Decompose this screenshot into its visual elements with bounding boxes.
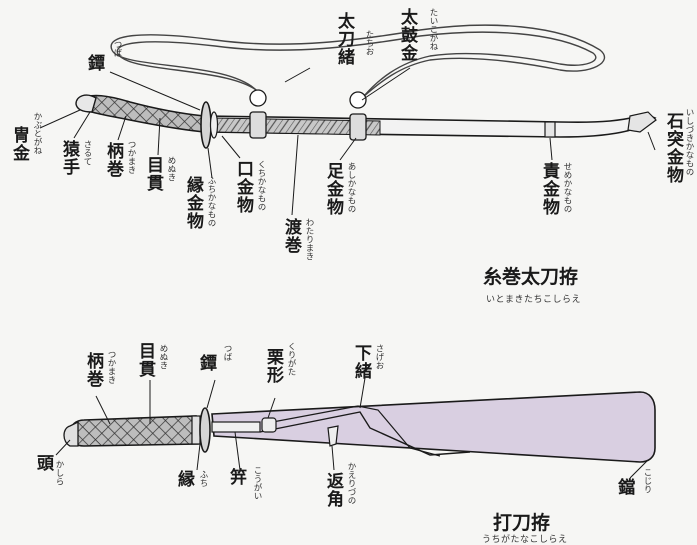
tachi-tsuba bbox=[200, 101, 212, 149]
label-kurigata: 栗形 bbox=[263, 348, 283, 384]
reading-kurigata: くりがた bbox=[286, 342, 296, 376]
tachi-leader-lines bbox=[39, 67, 656, 216]
reading-fuchikanamono: ふちかなもの bbox=[206, 176, 216, 227]
label-ashikanamono: 足金物 bbox=[323, 162, 343, 216]
reading-menuki-tachi: めぬき bbox=[166, 156, 176, 182]
label-sarute: 猿手 bbox=[59, 140, 79, 176]
label-menuki-uchi: 目貫 bbox=[135, 342, 155, 378]
label-kojiri: 鐺 bbox=[618, 478, 635, 498]
reading-tsukamaki-uchi: つかまき bbox=[106, 350, 116, 384]
tachi-hilt bbox=[77, 94, 205, 133]
reading-menuki-uchi: めぬき bbox=[158, 344, 168, 370]
label-sageo: 下緒 bbox=[351, 344, 371, 380]
reading-fuchi: ふち bbox=[198, 470, 208, 487]
uchigatana-hilt bbox=[69, 415, 199, 447]
reading-tsukamaki-tachi: つかまき bbox=[126, 140, 136, 174]
reading-taikogane: たいこがね bbox=[428, 8, 438, 51]
reading-semekanamono: せめかなもの bbox=[562, 162, 572, 213]
uchigatana-tsuba bbox=[199, 407, 211, 453]
label-fuchi: 縁 bbox=[178, 470, 195, 490]
label-kashira: 頭 bbox=[33, 454, 53, 472]
title-itomaki-reading: いとまきたちこしらえ bbox=[486, 295, 582, 305]
reading-sarute: さるて bbox=[82, 140, 92, 166]
label-menuki-tachi: 目貫 bbox=[143, 156, 163, 192]
label-tsuba-tachi: 鐔 bbox=[88, 54, 105, 74]
reading-ishizukikanamono: いしづきかなもの bbox=[684, 108, 694, 176]
tachio-cord bbox=[110, 24, 606, 99]
uchigatana-leader-lines bbox=[55, 377, 649, 479]
label-taikogane: 太鼓金 bbox=[397, 8, 417, 62]
sageo-cord bbox=[259, 411, 471, 456]
label-kougai: 笄 bbox=[230, 468, 247, 488]
label-semekanamono: 責金物 bbox=[539, 162, 559, 216]
label-watarimaki: 渡巻 bbox=[281, 218, 301, 254]
label-tsukamaki-tachi: 柄巻 bbox=[103, 142, 123, 178]
reading-kashira: かしら bbox=[54, 460, 64, 486]
reading-tachio: たちお bbox=[364, 30, 374, 56]
label-tachio: 太刀緒 bbox=[334, 12, 354, 66]
reading-sageo: さげお bbox=[374, 344, 384, 370]
uchigatana-sheath bbox=[211, 391, 656, 463]
label-tsuba-uchi: 鐔 bbox=[200, 354, 217, 374]
uchigatana-drawing bbox=[63, 391, 656, 463]
itomaki-tachi-drawing bbox=[75, 24, 657, 149]
reading-kuchikanamono: くちかなもの bbox=[256, 160, 266, 211]
label-kaerizuno: 返角 bbox=[323, 472, 343, 508]
reading-kougai: こうがい bbox=[252, 466, 262, 500]
title-uchigatana-reading: うちがたなこしらえ bbox=[482, 535, 568, 545]
label-fuchikanamono: 縁金物 bbox=[183, 176, 203, 230]
reading-ashikanamono: あしかなもの bbox=[346, 162, 356, 213]
reading-tsuba-uchi: つば bbox=[222, 344, 232, 361]
reading-kojiri: こじり bbox=[642, 468, 652, 494]
label-kabutogane: 冑金 bbox=[9, 126, 29, 162]
reading-watarimaki: わたりまき bbox=[304, 218, 314, 261]
title-uchigatana: 打刀拵 bbox=[493, 512, 551, 534]
reading-kaerizuno: かえりづの bbox=[346, 462, 356, 505]
title-itomaki: 糸巻太刀拵 bbox=[483, 266, 579, 288]
label-tsukamaki-uchi: 柄巻 bbox=[83, 352, 103, 388]
reading-kabutogane: かぶとがね bbox=[32, 112, 42, 155]
label-ishizukikanamono: 石突金物 bbox=[663, 112, 683, 184]
label-kuchikanamono: 口金物 bbox=[233, 160, 253, 214]
reading-tsuba-tachi: つば bbox=[112, 40, 122, 57]
